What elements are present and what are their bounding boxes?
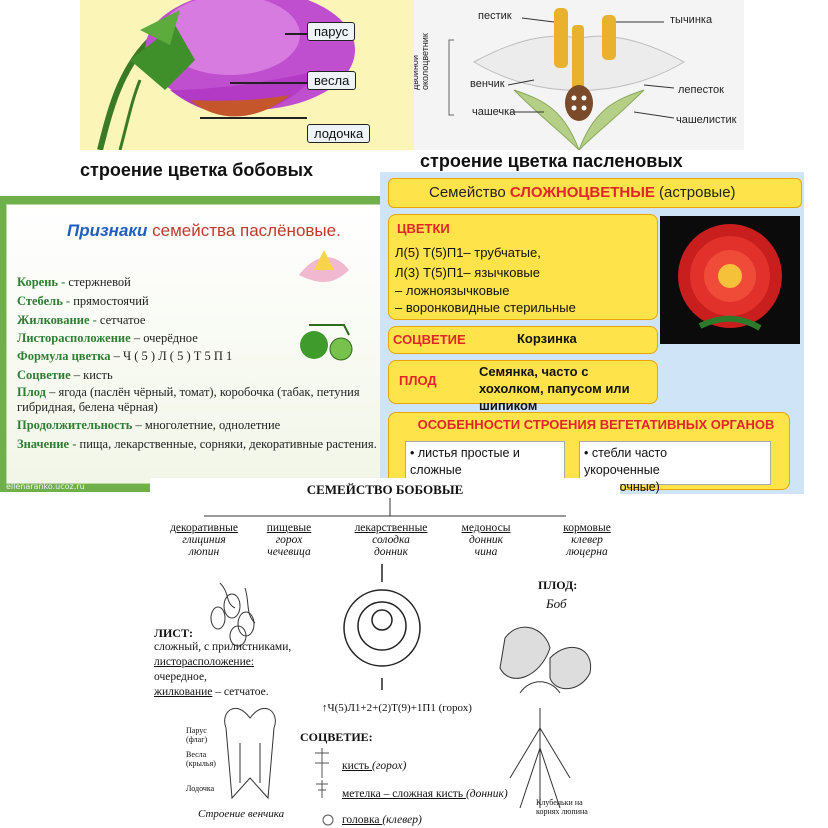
fabaceae-drawings bbox=[204, 498, 592, 826]
sign-inflorescence: Соцветие – кисть bbox=[17, 368, 113, 382]
legume-flower-caption: строение цветка бобовых bbox=[80, 160, 313, 180]
vegetative-left: • листья простые и сложные bbox=[405, 441, 565, 485]
asteraceae-panel: Семейство СЛОЖНОЦВЕТНЫЕ (астровые) ЦВЕТК… bbox=[380, 172, 804, 494]
callout-parus: парус bbox=[307, 22, 356, 41]
leaf-line-4: жилкование – сетчатое. bbox=[154, 686, 269, 698]
nightshade-flower-diagram bbox=[448, 8, 686, 150]
asteraceae-flowers-box: ЦВЕТКИ Л(5) Т(5)П1– трубчатые, Л(3) Т(5)… bbox=[388, 214, 658, 320]
corolla-caption: Строение венчика bbox=[198, 808, 285, 820]
inflorescence-title: СОЦВЕТИЕ: bbox=[300, 730, 373, 744]
leaf-line-3: очередное, bbox=[154, 671, 207, 683]
sign-fruit: Плод – ягода (паслён чёрный, томат), кор… bbox=[17, 385, 360, 414]
inflorescence-value: Корзинка bbox=[517, 331, 577, 346]
label-stamen: тычинка bbox=[670, 14, 713, 26]
asteraceae-inflorescence-box: СОЦВЕТИЕ Корзинка bbox=[388, 326, 658, 354]
asteraceae-vegetative-box: ОСОБЕННОСТИ СТРОЕНИЯ ВЕГЕТАТИВНЫХ ОРГАНО… bbox=[388, 412, 790, 494]
nodule-caption: Клубеньки на корнях люпина bbox=[536, 798, 588, 816]
sign-value: Значение - пища, лекарственные, сорняки,… bbox=[17, 437, 377, 451]
corolla-label-lodochka: Лодочка bbox=[186, 784, 215, 793]
inflorescence-head: головка (клевер) bbox=[342, 814, 422, 826]
inflorescence-panicle: метелка – сложная кисть (донник) bbox=[342, 788, 508, 800]
flower-line-4: – воронковидные стерильные bbox=[395, 300, 576, 315]
inflorescence-label: СОЦВЕТИЕ bbox=[393, 332, 466, 347]
aster-flower-photo bbox=[660, 216, 800, 344]
label-calyx: чашечка bbox=[472, 106, 516, 118]
corolla-label-parus: Парус (флаг) bbox=[186, 726, 208, 744]
sign-leaf-arrangement: Листорасположение – очерёдное bbox=[17, 331, 198, 345]
label-petal: лепесток bbox=[678, 84, 724, 96]
solanaceae-card: Признаки семейства паслёновые. Корень - … bbox=[6, 204, 384, 484]
callout-vesla: весла bbox=[307, 71, 357, 90]
asteraceae-fruit-box: ПЛОД Семянка, часто с хохолком, папусом … bbox=[388, 360, 658, 413]
corolla-label-vesla: Весла (крылья) bbox=[186, 750, 216, 768]
fruit-value: Боб bbox=[546, 596, 567, 611]
solanaceae-panel: Признаки семейства паслёновые. Корень - … bbox=[0, 196, 388, 492]
leaf-title: ЛИСТ: bbox=[154, 626, 193, 640]
sign-root: Корень - стержневой bbox=[17, 275, 131, 289]
leaf-line-1: сложный, с прилистниками, bbox=[154, 641, 292, 653]
label-corolla: венчик bbox=[470, 78, 505, 90]
legume-flower-panel: парус весла лодочка bbox=[80, 0, 414, 150]
nightshade-flower-panel: пестик тычинка двойной околоцветник венч… bbox=[414, 0, 744, 150]
source-site: ellenaranko.ucoz.ru bbox=[6, 482, 85, 491]
flowers-label: ЦВЕТКИ bbox=[397, 221, 450, 236]
fruit-label: ПЛОД bbox=[399, 373, 437, 388]
asteraceae-header: Семейство СЛОЖНОЦВЕТНЫЕ (астровые) bbox=[388, 178, 802, 208]
nightshade-flower-caption: строение цветка пасленовых bbox=[416, 151, 687, 172]
vegetative-right: • стебли часто укороченные (розеточные) bbox=[579, 441, 771, 494]
solanaceae-title: Признаки семейства паслёновые. bbox=[67, 221, 341, 240]
flower-formula: ↑Ч(5)Л1+2+(2)Т(9)+1П1 (горох) bbox=[322, 702, 472, 714]
flower-line-3: – ложноязычковые bbox=[395, 283, 510, 298]
sign-stem: Стебель - прямостоячий bbox=[17, 294, 149, 308]
callout-lodochka: лодочка bbox=[307, 124, 371, 143]
leaf-line-2: листорасположение: bbox=[154, 656, 255, 668]
fabaceae-title: СЕМЕЙСТВО БОБОВЫЕ bbox=[306, 482, 464, 497]
fruit-title: ПЛОД: bbox=[538, 578, 578, 592]
flower-line-2: Л(3) Т(5)П1– язычковые bbox=[395, 265, 540, 280]
vegetative-label: ОСОБЕННОСТИ СТРОЕНИЯ ВЕГЕТАТИВНЫХ ОРГАНО… bbox=[417, 417, 775, 432]
solanaceae-flower-fruit-illustration bbox=[299, 250, 353, 361]
label-sepal: чашелистик bbox=[676, 114, 737, 126]
inflorescence-raceme: кисть (горох) bbox=[342, 760, 407, 772]
flower-line-1: Л(5) Т(5)П1– трубчатые, bbox=[395, 245, 541, 260]
label-perianth: двойной околоцветник bbox=[414, 33, 430, 90]
sign-flower-formula: Формула цветка – Ч ( 5 ) Л ( 5 ) Т 5 П 1 bbox=[17, 349, 233, 363]
fruit-value: Семянка, часто с хохолком, папусом или ш… bbox=[479, 364, 630, 413]
sign-venation: Жилкование - сетчатое bbox=[17, 313, 146, 327]
label-pistil: пестик bbox=[478, 10, 512, 22]
sign-duration: Продолжительность – многолетние, однолет… bbox=[17, 418, 281, 432]
